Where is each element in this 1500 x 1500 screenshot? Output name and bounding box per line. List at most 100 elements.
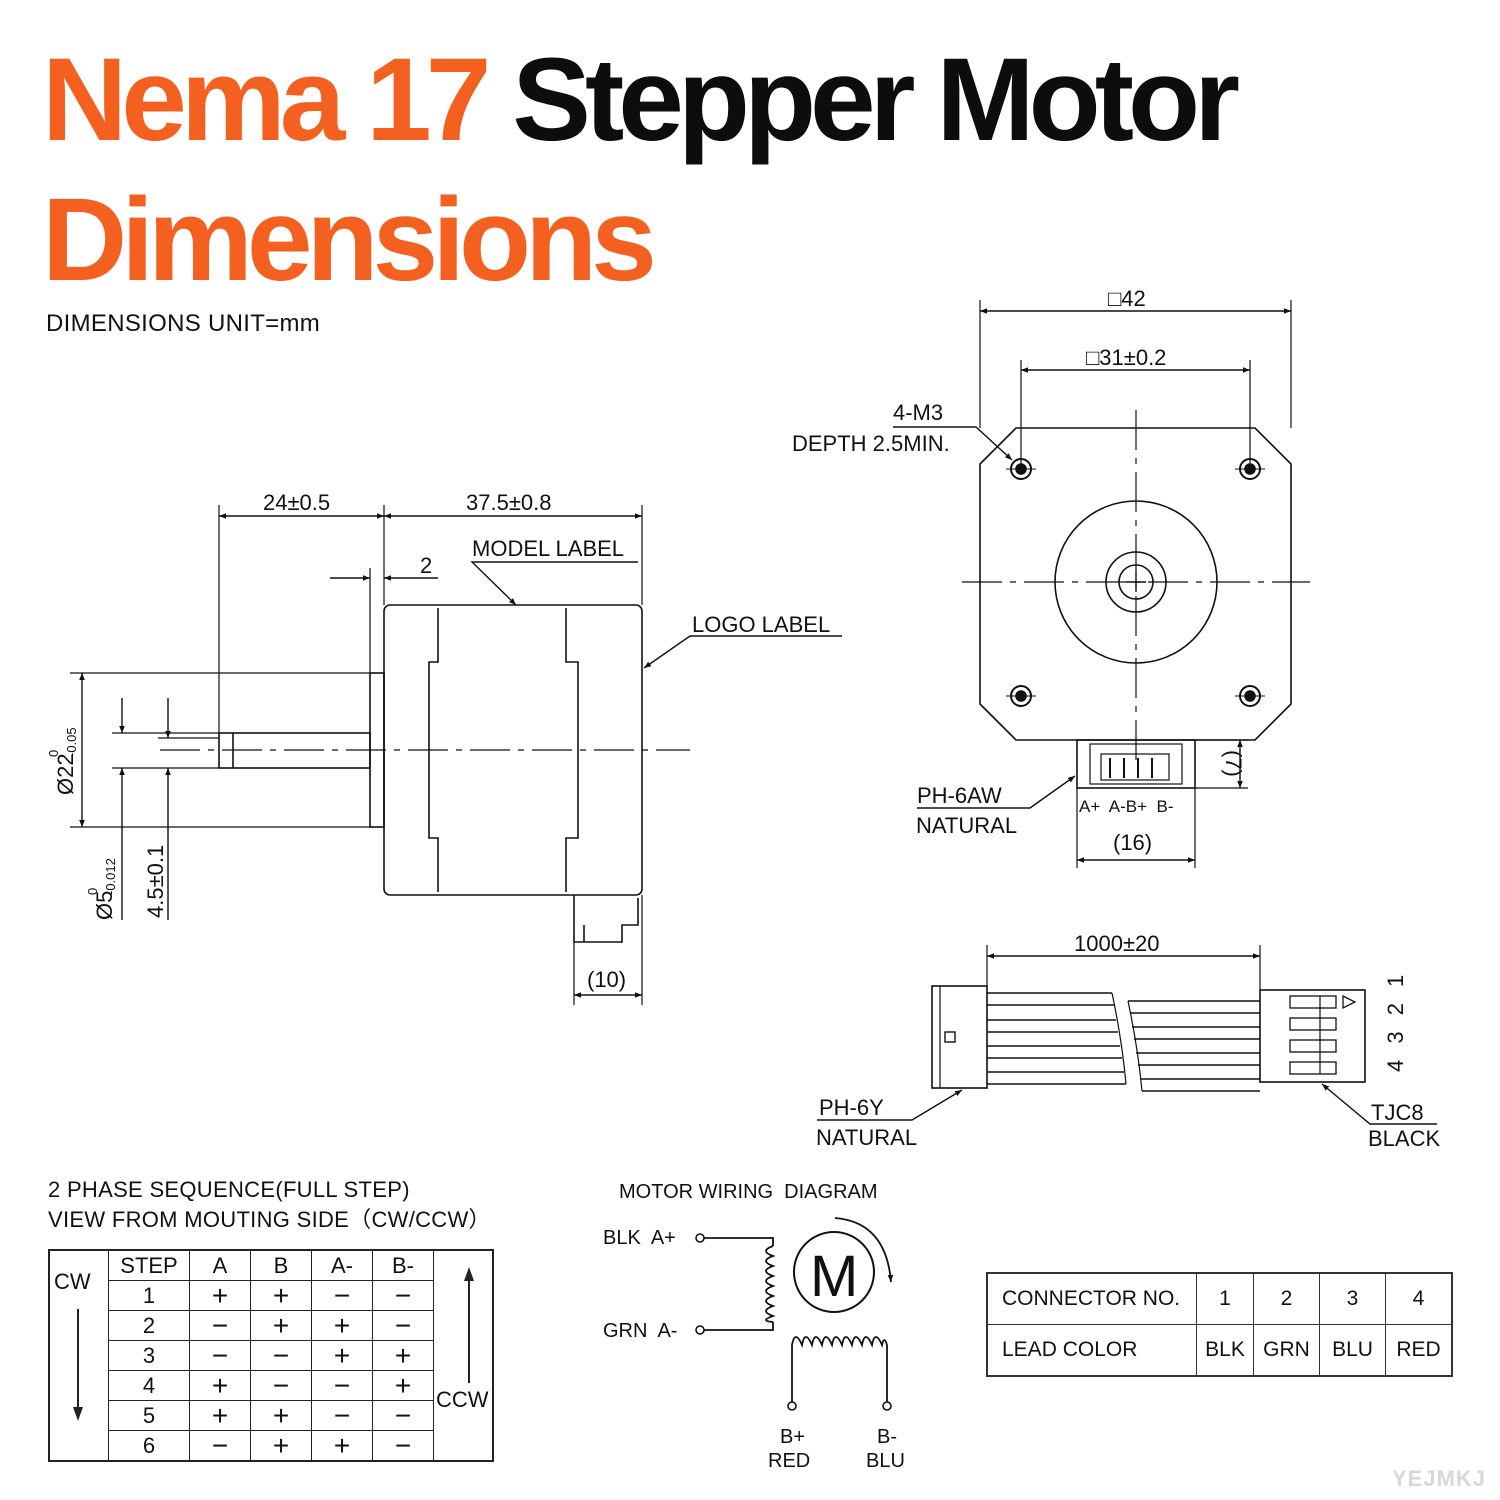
- label-left-color: NATURAL: [816, 1125, 917, 1150]
- cell-a: +: [189, 1370, 251, 1401]
- leader-right-connector: [1321, 1083, 1437, 1125]
- lead-color: BLK: [1196, 1324, 1254, 1377]
- right-conn-pin: [1289, 1061, 1337, 1075]
- table-row: 6 − + + −: [49, 1430, 493, 1462]
- right-conn-pin: [1289, 1017, 1337, 1031]
- right-conn-pin: [1289, 1039, 1337, 1053]
- cell-a-minus: −: [311, 1400, 373, 1431]
- cable-break-left: [1111, 992, 1127, 1085]
- title-dimensions: Dimensions: [42, 174, 657, 306]
- connector-number: 2: [1253, 1272, 1320, 1325]
- cell-b: +: [250, 1280, 312, 1311]
- cell-a: +: [189, 1400, 251, 1431]
- boss-dia-tol-lower: -0.05: [64, 727, 79, 757]
- ccw-column: CCW: [433, 1249, 494, 1462]
- lead-color: RED: [1385, 1324, 1453, 1377]
- label-connector-color: NATURAL: [916, 813, 1017, 838]
- cw-column: CW: [48, 1249, 109, 1462]
- page-title: Nema 17 Stepper Motor Dimensions: [42, 30, 1240, 310]
- header-a-minus: A-: [311, 1249, 373, 1281]
- title-nema: Nema 17: [42, 34, 491, 166]
- header-a: A: [189, 1249, 251, 1281]
- label-shaft-diameter: Ø5 0 -0.012: [85, 858, 118, 920]
- lead-color: BLU: [1319, 1324, 1386, 1377]
- cable-left-connector: [931, 985, 988, 1089]
- cell-b-minus: +: [372, 1340, 434, 1371]
- label-body-length: 37.5±0.8: [466, 490, 551, 515]
- cw-arrow-down-icon: [73, 1407, 83, 1421]
- cell-b: −: [250, 1370, 312, 1401]
- label-flat-size: 4.5±0.1: [143, 845, 168, 918]
- label-right-part: TJC8: [1371, 1100, 1424, 1125]
- label-hole-depth: DEPTH 2.5MIN.: [792, 431, 950, 456]
- lead-color-label: LEAD COLOR: [986, 1324, 1197, 1377]
- title-stepper-motor: Stepper Motor: [512, 34, 1240, 166]
- label-b-minus: B-: [877, 1426, 897, 1448]
- front-connector: [1076, 739, 1196, 789]
- label-bottom-lead: GRN A-: [603, 1320, 677, 1342]
- front-view: [893, 300, 1310, 868]
- cell-a: −: [189, 1340, 251, 1371]
- phase-sequence-title: 2 PHASE SEQUENCE(FULL STEP) VIEW FROM MO…: [48, 1175, 491, 1235]
- label-b-minus-color: BLU: [866, 1450, 905, 1472]
- cell-a-minus: +: [311, 1310, 373, 1341]
- pin1-marker-icon: [1342, 994, 1357, 1010]
- wiring-labels: MOTOR WIRING DIAGRAM BLK A+ GRN A- M B+ …: [603, 1181, 905, 1472]
- cable-labels: 1000±20 PH-6Y NATURAL TJC8 BLACK 4 3 2 1: [816, 931, 1440, 1151]
- label-b-plus: B+: [780, 1426, 805, 1448]
- units-note: DIMENSIONS UNIT=mm: [46, 310, 321, 337]
- connector-housing: [1089, 743, 1183, 785]
- shaft-dia-base: Ø5: [92, 891, 117, 920]
- cell-a-minus: +: [311, 1340, 373, 1371]
- table-row: CONNECTOR NO. 1 2 3 4: [986, 1272, 1453, 1325]
- cable-wires: [987, 992, 1260, 1092]
- boss-dia-base: Ø22: [53, 753, 78, 795]
- wire-a-minus: [704, 1322, 774, 1331]
- header-b: B: [250, 1249, 312, 1281]
- cell-b-minus: −: [372, 1280, 434, 1311]
- rear-connector: [573, 895, 639, 943]
- label-connector-part: PH-6AW: [917, 783, 1002, 808]
- label-right-color: BLACK: [1368, 1126, 1440, 1151]
- front-view-labels: □42 □31±0.2 4-M3 DEPTH 2.5MIN. (7) PH-6A…: [792, 286, 1246, 855]
- header-b-minus: B-: [372, 1249, 434, 1281]
- cw-arrow-shaft: [77, 1309, 79, 1409]
- right-conn-pin: [1289, 995, 1337, 1009]
- leader-connector-part: [917, 775, 1076, 809]
- title-line-1: Nema 17 Stepper Motor: [42, 30, 1240, 170]
- terminal-a-plus: [695, 1233, 705, 1243]
- wiring-title: MOTOR WIRING DIAGRAM: [619, 1181, 878, 1203]
- connector-table: CONNECTOR NO. 1 2 3 4 LEAD COLOR BLK GRN…: [986, 1272, 1453, 1377]
- wire-a-plus: [704, 1237, 774, 1246]
- header-step: STEP: [108, 1249, 190, 1281]
- phase-sequence-title-line-1: 2 PHASE SEQUENCE(FULL STEP): [48, 1177, 410, 1202]
- cell-a-minus: −: [311, 1370, 373, 1401]
- boss-dia-tol-upper: 0: [46, 750, 61, 757]
- side-view: [70, 505, 842, 1005]
- label-left-part: PH-6Y: [819, 1095, 884, 1120]
- shaft-dia-tol-lower: -0.012: [103, 858, 118, 895]
- cell-b-minus: −: [372, 1310, 434, 1341]
- table-row: 5 + + − −: [49, 1400, 493, 1431]
- leader-model-label: [470, 561, 638, 606]
- wiring-diagram: [695, 1217, 894, 1411]
- label-shaft-length: 24±0.5: [263, 490, 330, 515]
- cell-a: −: [189, 1430, 251, 1462]
- cell-b-minus: −: [372, 1430, 434, 1462]
- step-number: 6: [108, 1430, 190, 1462]
- cell-a-minus: +: [311, 1430, 373, 1462]
- cell-a: −: [189, 1310, 251, 1341]
- table-row: CW STEP A B A- B- CCW: [48, 1249, 494, 1462]
- ccw-arrow-up-icon: [464, 1267, 474, 1281]
- label-boss-diameter: Ø22 0 -0.05: [46, 727, 79, 795]
- cell-b-minus: −: [372, 1400, 434, 1431]
- phase-sequence-title-line-2: VIEW FROM MOUTING SIDE（CW/CCW）: [48, 1207, 491, 1232]
- lead-color: GRN: [1253, 1324, 1320, 1377]
- connector-number: 1: [1196, 1272, 1254, 1325]
- label-conn-width: (16): [1113, 830, 1152, 855]
- leader-logo-label: [643, 635, 842, 669]
- phase-sequence-table: CW STEP A B A- B- CCW 1 + + − − 2 − + + …: [48, 1249, 494, 1462]
- connector-number: 3: [1319, 1272, 1386, 1325]
- cable-break-right: [1127, 1000, 1143, 1092]
- label-cable-length: 1000±20: [1074, 931, 1160, 956]
